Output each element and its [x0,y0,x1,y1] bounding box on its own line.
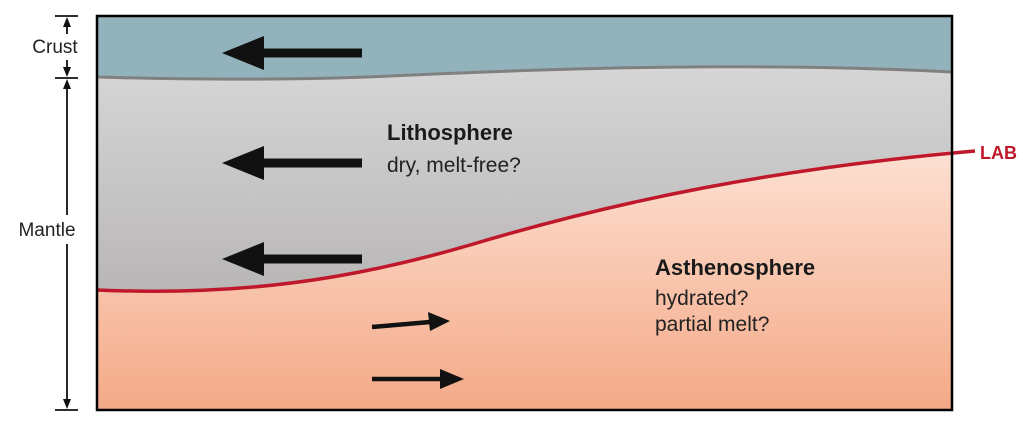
crust-scale-label: Crust [32,37,78,58]
crust-span-arrowhead-up [63,17,71,27]
right-arrow-lower [372,369,464,389]
left-arrow-crust [222,36,362,70]
depth-scale [55,15,78,411]
moho-boundary-line [96,65,953,81]
lithosphere-layer [97,66,952,292]
asthenosphere-title: Asthenosphere [655,255,815,280]
mantle-span-arrowhead-down [63,399,71,409]
asthenosphere-description-line-1: hydrated? [655,287,748,310]
left-arrow-lower-lithosphere [222,242,362,276]
lithosphere-description: dry, melt-free? [387,154,521,177]
lab-boundary-line [96,149,976,293]
crust-layer [97,16,952,80]
lithosphere-title: Lithosphere [387,120,513,145]
crust-span-arrowhead-down [63,67,71,77]
asthenosphere-flow-arrows [371,312,464,389]
mantle-scale-label: Mantle [18,220,75,241]
lab-label: LAB [980,143,1017,163]
mantle-span-arrowhead-up [63,79,71,89]
asthenosphere-description-line-2: partial melt? [655,313,769,336]
asthenosphere-layer [97,151,952,410]
lithosphere-motion-arrows [222,36,362,276]
diagram-frame [95,14,954,412]
right-arrow-upper [371,312,450,331]
left-arrow-lithosphere [222,146,362,180]
